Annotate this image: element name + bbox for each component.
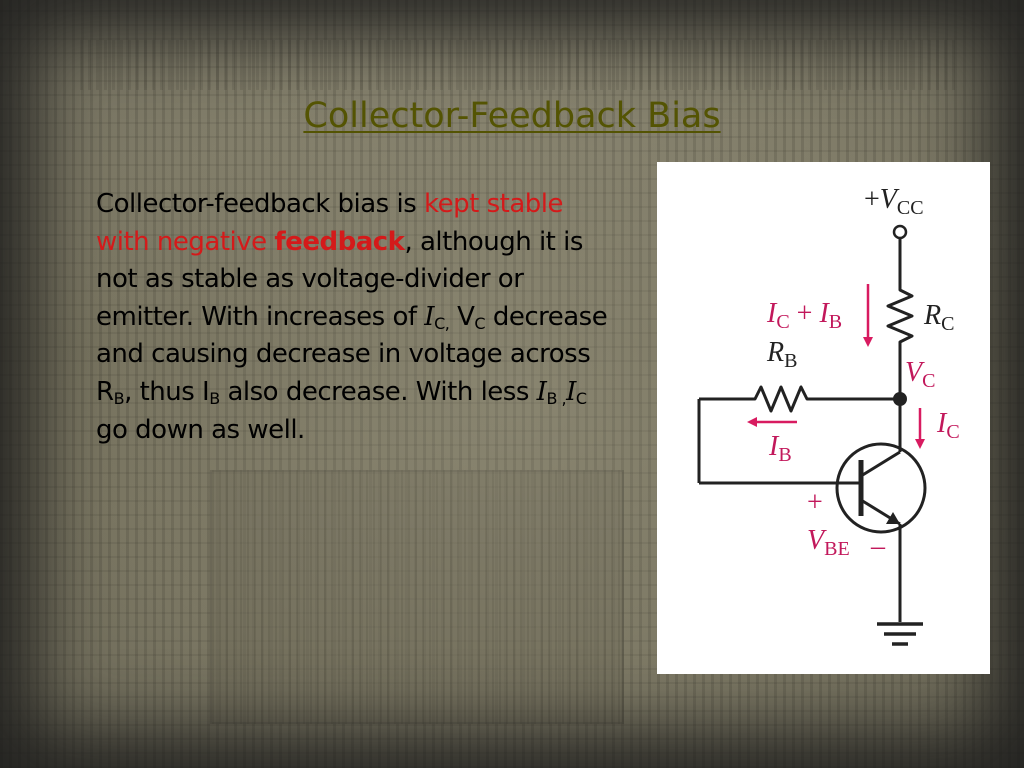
highlight-with-negative: with negative <box>96 226 275 257</box>
rc-resistor <box>886 284 914 348</box>
slide-paragraph: Collector-feedback bias is kept stable w… <box>96 186 616 449</box>
text-run: V <box>449 301 475 332</box>
text-run: Collector-feedback bias is <box>96 189 425 219</box>
vc-label: VC <box>905 357 935 392</box>
subscript-ib2: B , <box>546 388 567 408</box>
circuit-diagram: +VCC RC IC + IB VC RB IB IC <box>697 184 960 646</box>
rb-label: RB <box>766 337 797 372</box>
vbe-minus: – <box>870 531 886 562</box>
text-run: decrease and causing decrease in voltage… <box>96 301 608 407</box>
rb-resistor <box>750 385 812 413</box>
slide-title: Collector-Feedback Bias <box>303 96 721 136</box>
ib-label: IB <box>768 431 792 466</box>
transistor-collector <box>860 450 901 478</box>
symbol-ib: I <box>536 376 547 407</box>
symbol-ic: I <box>424 301 435 332</box>
subscript-ib: B <box>209 388 220 408</box>
rc-label: RC <box>923 300 954 335</box>
background-chip <box>210 470 624 724</box>
subscript-vc: C <box>474 313 486 333</box>
symbol-ic2: I <box>566 376 576 407</box>
background-pin-row <box>80 40 960 90</box>
subscript-c: C, <box>434 313 450 333</box>
ic-label: IC <box>936 408 960 443</box>
transistor-body <box>835 442 927 534</box>
text-run: also decrease. With less <box>219 376 537 407</box>
emitter-arrow <box>886 512 900 524</box>
subscript-rb: B <box>113 388 125 408</box>
subscript-ic2: C <box>575 388 587 408</box>
vbe-label: VBE <box>807 525 850 560</box>
highlight-feedback: feedback <box>274 226 405 257</box>
text-run: go down as well. <box>96 414 305 445</box>
text-run: , although it is not as stable as voltag… <box>96 226 583 332</box>
vbe-plus: + <box>807 487 823 518</box>
circuit-figure: +VCC RC IC + IB VC RB IB IC <box>657 162 990 674</box>
text-run: , thus I <box>124 376 210 407</box>
vcc-terminal <box>892 224 908 240</box>
vcc-label: +VCC <box>864 184 924 219</box>
ic-plus-ib-label: IC + IB <box>766 298 842 333</box>
highlight-kept-stable: kept stable <box>424 189 564 219</box>
